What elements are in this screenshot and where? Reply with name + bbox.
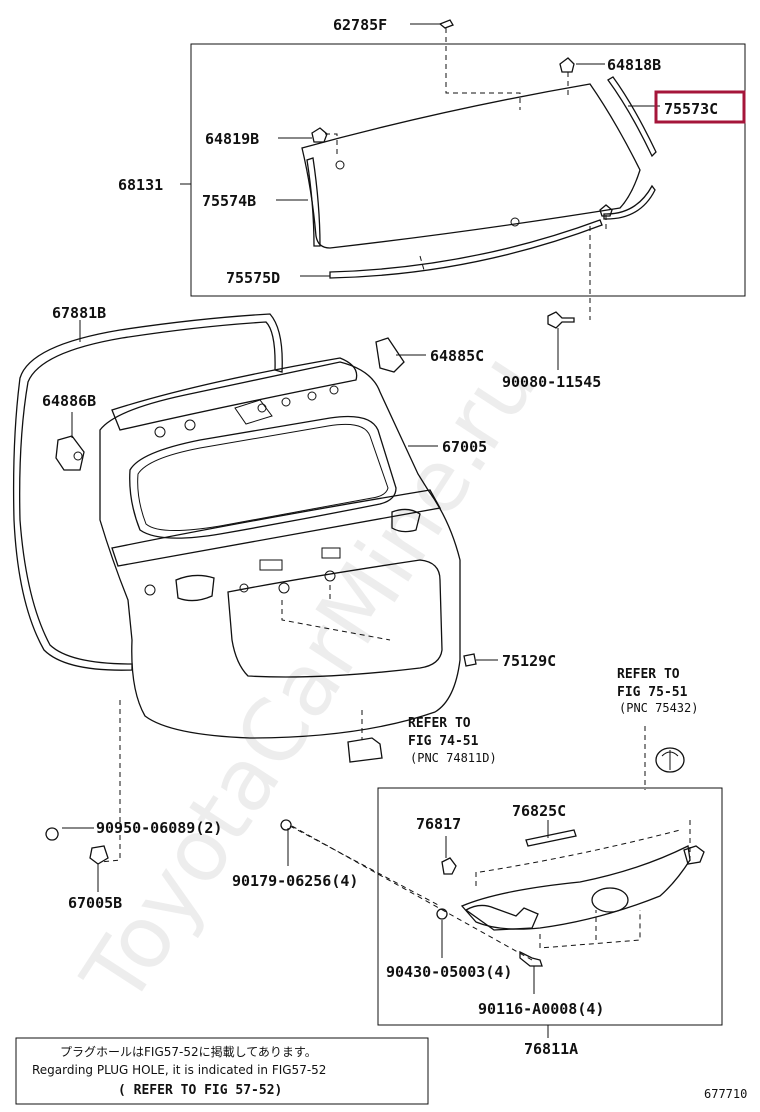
ref-74-51-line3: (PNC 74811D)	[410, 751, 497, 765]
pin-62785F	[438, 19, 454, 29]
ref-74-51-line1[interactable]: REFER TO	[408, 716, 471, 731]
molding-75573C	[607, 76, 657, 158]
emblem-75432	[655, 747, 685, 773]
door-window-opening	[129, 415, 397, 539]
hinge-64886B	[55, 435, 85, 471]
label-75573C: 75573C	[664, 100, 718, 118]
glass-group-frame	[190, 43, 746, 297]
ref-75-51-line2[interactable]: FIG 75-51	[617, 685, 688, 700]
glass-clip-hole	[510, 217, 520, 227]
molding-75575D	[329, 219, 603, 279]
label-68131: 68131	[118, 176, 163, 194]
label-75129C: 75129C	[502, 652, 556, 670]
bolt-90080-11545	[547, 311, 575, 329]
label-90179-06256: 90179-06256(4)	[232, 872, 358, 890]
label-90080-11545: 90080-11545	[502, 373, 601, 391]
label-64885C: 64885C	[430, 347, 484, 365]
note-refer-link[interactable]: ( REFER TO FIG 57-52)	[118, 1083, 282, 1098]
label-75575D: 75575D	[226, 269, 280, 287]
label-67005B: 67005B	[68, 894, 122, 912]
label-76817: 76817	[416, 815, 461, 833]
label-76825C: 76825C	[512, 802, 566, 820]
clip-76817	[441, 857, 457, 875]
watermark-text: ToyotaCarMine.ru	[63, 337, 557, 1022]
label-67005: 67005	[442, 438, 487, 456]
ref-75-51-line1[interactable]: REFER TO	[617, 667, 680, 682]
ref-74-51-line2[interactable]: FIG 74-51	[408, 734, 479, 749]
clip-90179-06256	[280, 819, 292, 831]
clip-64818B	[559, 57, 575, 73]
label-76811A: 76811A	[524, 1040, 578, 1058]
nut-90430-05003	[436, 908, 448, 920]
label-90116-A0008: 90116-A0008(4)	[478, 1000, 604, 1018]
glass-clip-hole	[335, 160, 345, 170]
ref-75-51-line3: (PNC 75432)	[619, 701, 698, 715]
stopper-67005B	[89, 845, 109, 865]
cap-75129C	[463, 653, 477, 667]
label-90950-06089: 90950-06089(2)	[96, 819, 222, 837]
weatherstrip-67881B	[12, 313, 283, 671]
figure-number: 677710	[704, 1087, 747, 1101]
molding-right-lower	[603, 184, 656, 220]
highlight-box-75573C	[654, 90, 746, 124]
note-english: Regarding PLUG HOLE, it is indicated in …	[32, 1063, 326, 1077]
label-90430-05003: 90430-05003(4)	[386, 963, 512, 981]
label-62785F: 62785F	[333, 16, 387, 34]
garnish-group-frame	[377, 787, 723, 1026]
ref-74811D-part	[347, 737, 383, 763]
label-64818B: 64818B	[607, 56, 661, 74]
back-door-panel-67005	[99, 361, 461, 739]
plug-hole-note-box	[15, 1037, 429, 1105]
strip-76825C	[525, 829, 577, 847]
label-75574B: 75574B	[202, 192, 256, 210]
note-japanese: プラグホールはFIG57-52に掲載してあります。	[60, 1044, 317, 1059]
clip-64819B	[311, 127, 328, 143]
screw-90116-A0008	[519, 950, 543, 967]
garnish-76811A	[460, 845, 691, 930]
label-64819B: 64819B	[205, 130, 259, 148]
hinge-64885C	[375, 337, 405, 373]
clip-glass-right	[599, 204, 613, 217]
label-67881B: 67881B	[52, 304, 106, 322]
molding-75574B	[306, 157, 321, 247]
label-64886B: 64886B	[42, 392, 96, 410]
grommet-90950-06089	[45, 827, 59, 841]
back-window-glass	[301, 83, 641, 249]
